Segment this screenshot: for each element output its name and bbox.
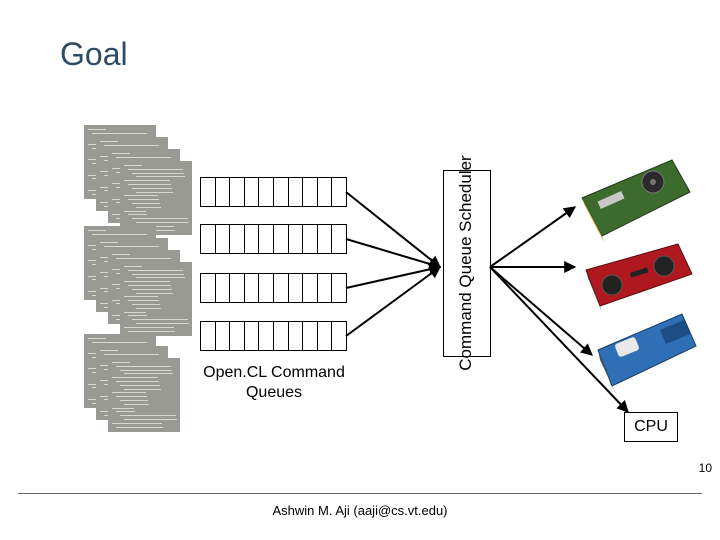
code-line xyxy=(124,419,177,420)
code-line xyxy=(112,407,134,409)
code-line xyxy=(136,222,189,223)
code-line xyxy=(92,233,147,235)
code-line xyxy=(116,381,159,382)
page-number: 10 xyxy=(698,461,712,475)
code-line xyxy=(112,153,130,154)
code-line xyxy=(136,292,173,294)
code-line xyxy=(116,411,135,413)
code-line xyxy=(112,362,130,363)
queue-to-scheduler-arrow xyxy=(345,266,441,337)
queue-to-scheduler-arrow xyxy=(345,238,442,270)
code-line xyxy=(132,172,184,174)
code-line xyxy=(124,373,173,375)
code-line xyxy=(124,210,146,212)
queue-to-scheduler-arrow xyxy=(345,191,441,268)
code-line xyxy=(136,277,185,279)
code-line xyxy=(124,311,146,313)
code-line xyxy=(120,369,172,371)
code-line xyxy=(136,307,161,309)
code-line xyxy=(132,304,160,305)
scheduler-to-cpu-arrow xyxy=(489,266,629,413)
footer-divider xyxy=(18,493,702,494)
code-line xyxy=(116,426,163,428)
code-line xyxy=(112,422,162,424)
code-line xyxy=(104,245,159,247)
code-line xyxy=(100,242,118,243)
code-line xyxy=(88,230,106,231)
code-line xyxy=(136,206,161,208)
opencl-queues-label: Open.CL Command Queues xyxy=(203,364,345,401)
footer-author: Ashwin M. Aji (aaji@cs.vt.edu) xyxy=(272,503,448,518)
code-line xyxy=(136,191,173,193)
code-line xyxy=(92,132,147,134)
code-line xyxy=(112,377,158,379)
slide-title: Goal xyxy=(60,36,128,72)
code-line xyxy=(112,392,146,394)
code-line xyxy=(116,365,171,367)
code-line xyxy=(124,266,142,267)
command-queue-1 xyxy=(200,177,347,207)
scheduler-box xyxy=(443,170,491,357)
command-queue-3 xyxy=(200,273,347,303)
gpu-green-card-icon xyxy=(581,159,691,242)
code-line xyxy=(116,396,147,398)
code-line xyxy=(112,254,130,255)
code-line xyxy=(124,180,170,182)
code-line xyxy=(124,403,149,405)
code-line xyxy=(124,195,158,197)
code-listing xyxy=(108,358,180,432)
code-line xyxy=(128,285,171,286)
code-line xyxy=(92,341,147,343)
code-line xyxy=(88,338,106,339)
command-queue-2 xyxy=(200,224,347,254)
code-line xyxy=(116,257,171,259)
code-line xyxy=(136,323,189,324)
gpu-red-card-icon xyxy=(585,243,693,312)
queue-to-scheduler-arrow xyxy=(345,263,442,289)
command-queue-4 xyxy=(200,321,347,351)
code-line xyxy=(116,156,171,158)
code-line xyxy=(100,141,118,142)
code-line xyxy=(128,199,159,201)
code-line xyxy=(124,165,142,166)
code-line xyxy=(124,326,174,328)
code-line xyxy=(132,273,184,275)
code-line xyxy=(132,218,188,220)
code-line xyxy=(128,184,171,185)
code-line xyxy=(128,168,183,170)
code-line xyxy=(120,400,148,401)
accelerator-blue-card-icon xyxy=(597,313,697,398)
code-line xyxy=(120,384,160,386)
code-line xyxy=(128,330,175,332)
code-line xyxy=(124,296,158,298)
code-line xyxy=(124,388,161,390)
code-line xyxy=(104,353,159,355)
scheduler-to-device-arrow xyxy=(489,266,593,356)
code-line xyxy=(132,187,172,189)
scheduler-to-device-arrow xyxy=(489,206,576,268)
code-line xyxy=(104,144,159,146)
code-line xyxy=(100,350,118,351)
code-line xyxy=(120,415,176,417)
code-line xyxy=(132,319,188,321)
cpu-box: CPU xyxy=(624,412,678,442)
code-line xyxy=(132,203,160,204)
code-line xyxy=(124,281,170,283)
code-line xyxy=(132,288,172,290)
code-line xyxy=(128,269,183,271)
code-line xyxy=(128,214,147,216)
code-line xyxy=(136,176,185,178)
code-line xyxy=(128,315,147,317)
code-line xyxy=(88,129,106,130)
code-listing xyxy=(120,262,192,336)
code-line xyxy=(128,300,159,302)
